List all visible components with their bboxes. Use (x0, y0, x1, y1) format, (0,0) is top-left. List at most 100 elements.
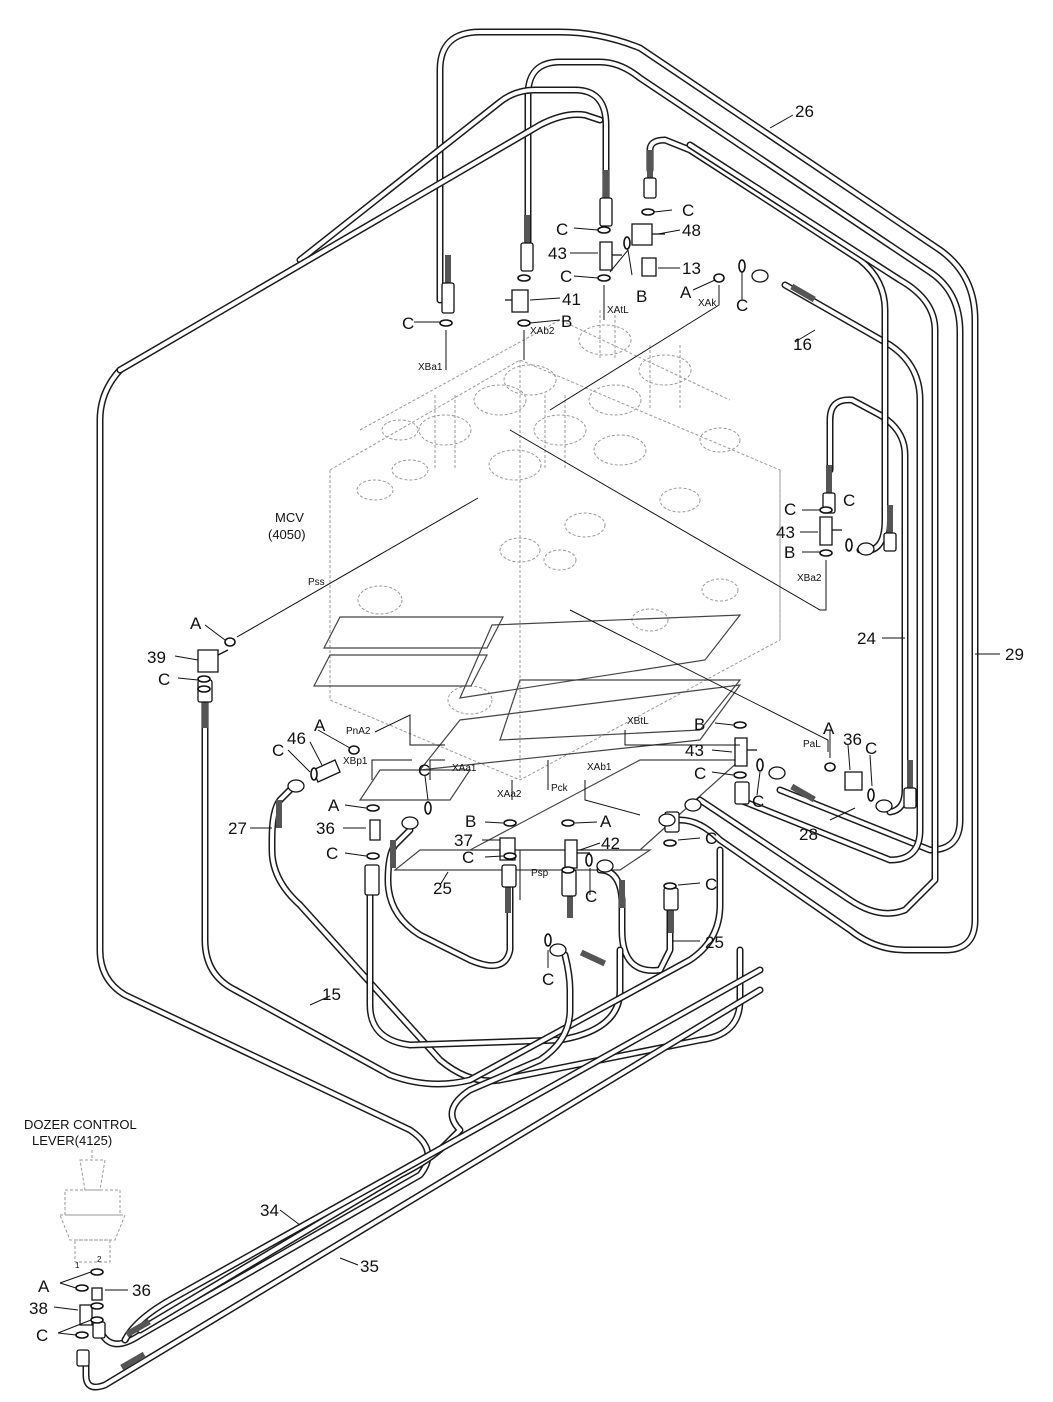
port-xak: XAk (698, 298, 717, 309)
seal-a-label: A (190, 614, 202, 633)
mcv-name-label: MCV (275, 510, 304, 525)
seal-c-label: C (418, 761, 430, 780)
component-labels: MCV (4050) DOZER CONTROL LEVER(4125) (24, 510, 306, 1148)
part-43-label-lower: 43 (685, 741, 704, 760)
dozer-code-label: LEVER(4125) (32, 1133, 112, 1148)
seal-c-label: C (36, 1326, 48, 1345)
part-43-label-right: 43 (776, 523, 795, 542)
hose-27 (268, 786, 744, 1085)
part-48-label: 48 (682, 221, 701, 240)
hose-24 (646, 136, 909, 816)
part-16-label: 16 (793, 335, 812, 354)
dozer-control-lever-body (59, 1150, 126, 1263)
part-25-label-right: 25 (705, 933, 724, 952)
seal-c-label: C (462, 848, 474, 867)
mcv-body (329, 310, 781, 781)
seal-c-label: C (402, 314, 414, 333)
part-27-label: 27 (228, 819, 247, 838)
hose-34 (121, 966, 764, 1344)
seal-c-label: C (865, 739, 877, 758)
part-36-label-lever: 36 (132, 1281, 151, 1300)
seal-a-label: A (328, 796, 340, 815)
fittings (76, 177, 917, 1367)
port-leader-lines (236, 285, 829, 900)
seal-b-label: B (784, 543, 795, 562)
port-xba2: XBa2 (797, 573, 822, 584)
part-39-label: 39 (147, 648, 166, 667)
part-24-label: 24 (857, 629, 876, 648)
part-28-label: 28 (799, 825, 818, 844)
part-29-label: 29 (1005, 645, 1024, 664)
part-13-label: 13 (682, 259, 701, 278)
part-38-label: 38 (29, 1299, 48, 1318)
seal-c-label: C (705, 875, 717, 894)
port-pna2: PnA2 (346, 726, 371, 737)
part-42-label: 42 (601, 834, 620, 853)
seal-b-label: B (465, 812, 476, 831)
part-35-label: 35 (360, 1257, 379, 1276)
seal-c-label: C (736, 296, 748, 315)
port-xaa2: XAa2 (497, 789, 522, 800)
seal-c-label: C (694, 764, 706, 783)
seal-c-label: C (682, 201, 694, 220)
seal-b-label: B (636, 287, 647, 306)
hose-29 (436, 28, 979, 954)
part-25-label-left: 25 (433, 879, 452, 898)
seal-c-label: C (752, 792, 764, 811)
port-xab2: XAb2 (530, 326, 555, 337)
port-labels: XBa1 XAb2 XAtL XAk XBa2 Pss PnA2 XAa1 XB… (75, 298, 822, 1270)
mcv-cover-plates (313, 614, 742, 871)
port-pss: Pss (308, 577, 325, 588)
seal-c-label: C (272, 741, 284, 760)
hose-35 (82, 986, 764, 1391)
part-number-labels: 26 48 43 13 41 16 43 24 29 39 46 43 36 2… (29, 102, 1024, 1318)
hose-39 (201, 696, 724, 1088)
hose-26 (524, 58, 964, 854)
part-36-label-left: 36 (316, 819, 335, 838)
seal-a-label: A (38, 1277, 50, 1296)
seal-a-label: A (823, 719, 835, 738)
port-pal: PaL (803, 739, 821, 750)
seal-c-label: C (784, 500, 796, 519)
seal-c-label: C (326, 844, 338, 863)
seal-a-label: A (314, 716, 326, 735)
port-xbtl: XBtL (627, 716, 649, 727)
dozer-name-label: DOZER CONTROL (24, 1117, 137, 1132)
seal-a-label: A (680, 283, 692, 302)
hose-28 (686, 141, 939, 917)
port-pck: Pck (551, 783, 569, 794)
port-psp: Psp (531, 868, 549, 879)
lever-port-1: 1 (75, 1261, 80, 1270)
seal-c-label: C (585, 887, 597, 906)
part-15-label: 15 (322, 985, 341, 1004)
part-36-label-right: 36 (843, 730, 862, 749)
seal-c-label: C (542, 970, 554, 989)
port-xbp1: XBp1 (343, 756, 368, 767)
seal-c-label: C (843, 491, 855, 510)
lever-port-2: 2 (97, 1255, 102, 1264)
port-xab1: XAb1 (587, 762, 612, 773)
seal-a-label: A (600, 812, 612, 831)
port-xaa1: XAa1 (452, 763, 477, 774)
part-26-label: 26 (795, 102, 814, 121)
port-xatl: XAtL (607, 305, 629, 316)
seal-b-label: B (694, 715, 705, 734)
part-37-label: 37 (454, 831, 473, 850)
seal-labels: C C C B C B A C C C B A C A C C A C B C … (36, 201, 877, 1345)
part-46-label: 46 (287, 729, 306, 748)
label-leaders (53, 114, 1000, 1336)
hose-end-crimps (120, 150, 913, 1371)
seal-c-label: C (158, 670, 170, 689)
seal-c-label: C (705, 829, 717, 848)
mcv-code-label: (4050) (268, 527, 306, 542)
hose-16 (736, 281, 924, 864)
hose-26b (296, 86, 610, 264)
part-34-label: 34 (260, 1201, 279, 1220)
seal-c-label: C (556, 220, 568, 239)
seal-c-label: C (560, 267, 572, 286)
part-43-label-top: 43 (548, 244, 567, 263)
port-xba1: XBa1 (418, 362, 443, 373)
seal-b-label: B (561, 312, 572, 331)
part-41-label: 41 (562, 290, 581, 309)
